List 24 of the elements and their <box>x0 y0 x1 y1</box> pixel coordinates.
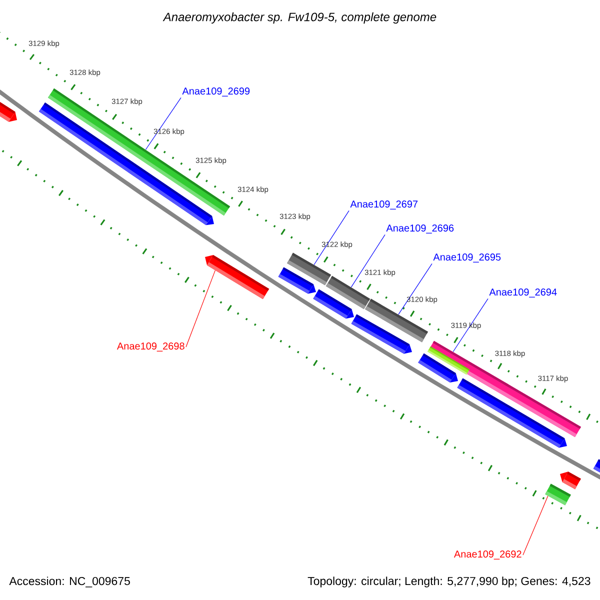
leader-line <box>398 263 432 315</box>
leader-line <box>452 298 488 352</box>
gene-label: Anae109_2695 <box>433 254 501 262</box>
leader-line <box>186 270 216 348</box>
leader-line <box>314 210 350 266</box>
gene-bar <box>205 254 270 300</box>
gene-bar <box>427 346 470 375</box>
title: Anaeromyxobacter sp. Fw109-5, complete genome <box>162 12 436 24</box>
gene-bar <box>560 472 581 490</box>
gene-bar <box>545 484 571 506</box>
gene-label: Anae109_2692 <box>454 550 522 560</box>
gene-label: Anae109_2697 <box>350 200 418 210</box>
gene-label: Anae109_2698 <box>116 342 184 352</box>
leader-line <box>145 97 182 150</box>
gene-label: Anae109_2699 <box>182 88 250 96</box>
gene-bar <box>287 252 332 286</box>
footer-text: Accession: NC_009675 <box>9 576 130 588</box>
leader-line <box>350 234 386 288</box>
gene-label: Anae109_2694 <box>489 288 557 298</box>
leader-line <box>522 496 548 556</box>
footer-text: Topology: circular; Length: 5,277,990 bp; Genes: 4,523 <box>308 576 590 588</box>
gene-bar <box>326 276 370 310</box>
gene-label: Anae109_2696 <box>386 224 454 234</box>
gene-bar <box>593 459 600 475</box>
